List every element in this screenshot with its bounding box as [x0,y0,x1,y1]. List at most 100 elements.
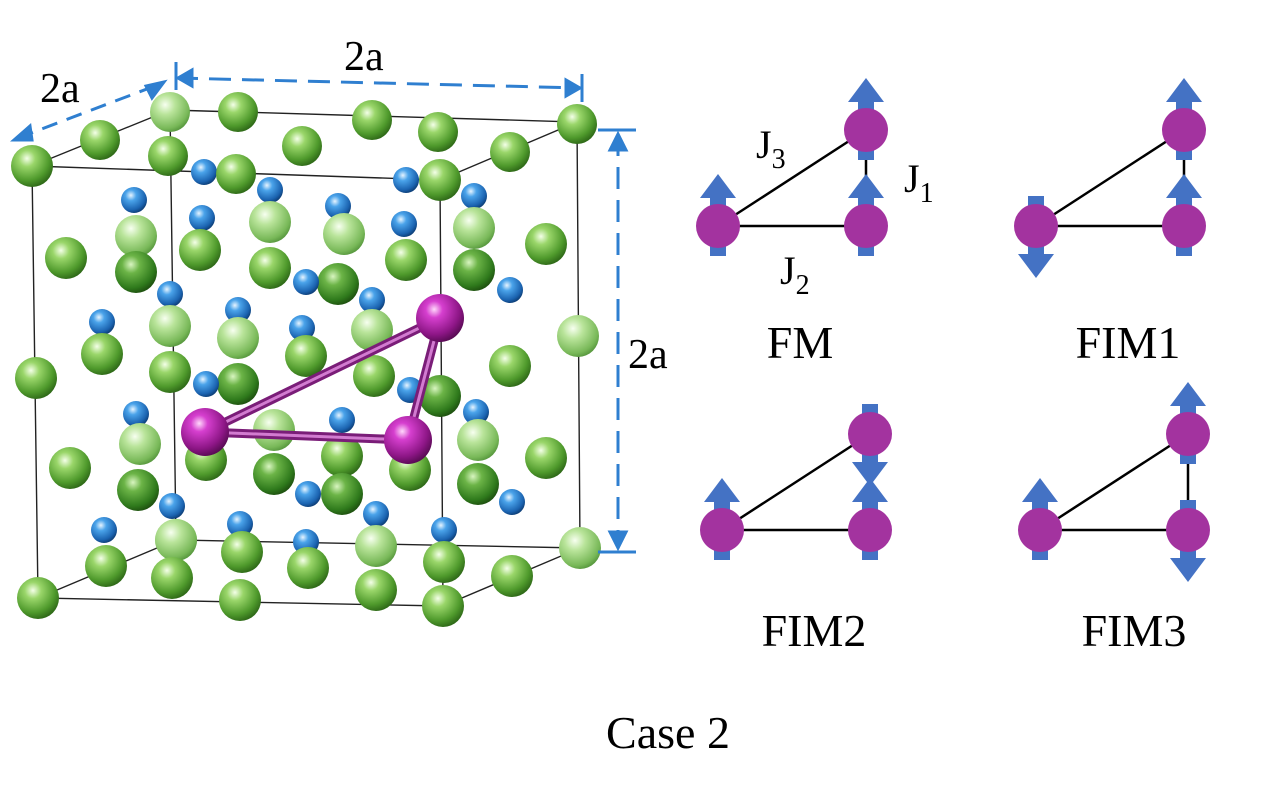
config-label: FIM2 [762,605,867,656]
bond [200,427,413,445]
config-fm: FM [696,78,888,368]
config-label: FM [767,317,833,368]
spin-site [1014,204,1058,248]
small-atom [497,277,523,303]
host-atom [287,547,329,589]
config-label: FIM1 [1076,317,1181,368]
host-atom [115,215,157,257]
host-atom [317,263,359,305]
j1-label: J1 [904,156,934,209]
host-atom [423,541,465,583]
magnetic-atom [384,416,432,464]
small-atom [123,401,149,427]
host-atom [525,437,567,479]
bond-j3 [1039,432,1189,532]
host-atom [282,126,322,166]
host-atom [45,237,87,279]
j3-label: J3 [756,122,786,175]
host-atom [253,453,295,495]
host-atom [321,435,363,477]
host-atom [249,201,291,243]
small-atom [159,493,185,519]
magnetic-atom [416,294,464,342]
dimension-width [174,62,584,102]
small-atom [193,371,219,397]
host-atom [557,315,599,357]
host-atom [422,585,464,627]
spin-site [844,108,888,152]
host-atom [155,519,197,561]
small-atom [121,187,147,213]
small-atom [363,501,389,527]
host-atom [249,247,291,289]
small-atom [191,159,217,185]
exchange-labels: J3 J1 J2 [756,122,934,301]
host-atom [119,423,161,465]
config-fim3: FIM3 [1018,382,1210,656]
spin-site [848,508,892,552]
spin-site [1018,508,1062,552]
host-atom [323,213,365,255]
bond-j3 [721,432,871,532]
host-atom [351,309,393,351]
host-atom [525,223,567,265]
host-atom [149,305,191,347]
small-atom [91,517,117,543]
host-atom [457,419,499,461]
host-atom [353,355,395,397]
small-atom [89,309,115,335]
host-atom [453,249,495,291]
small-atom [157,281,183,307]
small-atom [463,399,489,425]
small-atom [189,205,215,231]
figure-caption: Case 2 [606,707,730,758]
small-atom [325,193,351,219]
host-atom [557,104,597,144]
host-atom [151,557,193,599]
host-atom [457,463,499,505]
host-atom [253,409,295,451]
host-atom [149,351,191,393]
host-atom [150,92,190,132]
config-fim1: FIM1 [1014,78,1206,368]
host-atom [217,317,259,359]
small-atom [257,177,283,203]
small-atom [391,211,417,237]
host-atom [218,92,258,132]
small-atom [461,183,487,209]
j2-label: J2 [780,248,810,301]
host-atom [217,363,259,405]
host-atom [179,229,221,271]
host-atom [117,469,159,511]
spin-site [1162,204,1206,248]
host-atom [489,345,531,387]
width-label: 2a [344,34,384,80]
spin-site [1166,508,1210,552]
small-atom [289,315,315,341]
host-atom [11,145,53,187]
small-atom [227,511,253,537]
host-atom [219,579,261,621]
small-atom [359,287,385,313]
host-atom [115,251,157,293]
host-atom [355,569,397,611]
spin-site [848,412,892,456]
host-atom [216,154,256,194]
small-atom [295,481,321,507]
host-atom [85,545,127,587]
small-atom [393,167,419,193]
magnetic-triangle [181,294,464,464]
host-atom [49,447,91,489]
host-atom [490,132,530,172]
host-atom [419,159,461,201]
host-atom [321,473,363,515]
small-atom [329,407,355,433]
host-atom [385,239,427,281]
spin-site [696,204,740,248]
spin-site [700,508,744,552]
host-atom [285,335,327,377]
bond [200,313,445,437]
host-atom [81,333,123,375]
bond-j3 [1035,128,1185,228]
